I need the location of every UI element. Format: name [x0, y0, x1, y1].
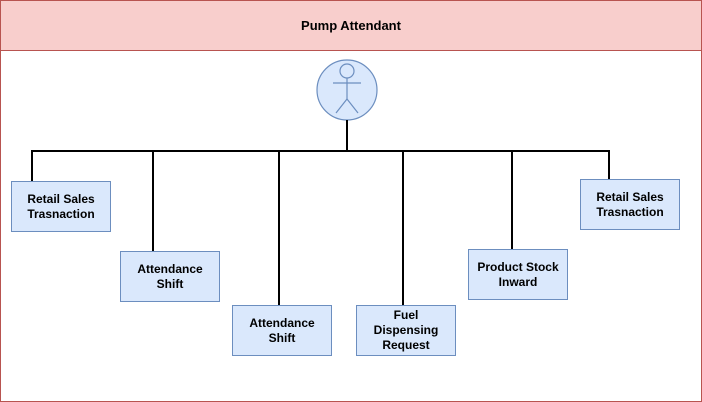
header-title: Pump Attendant: [1, 1, 701, 51]
box-attendance-shift-2: Attendance Shift: [232, 305, 332, 356]
box-fuel-dispensing-request: Fuel Dispensing Request: [356, 305, 456, 356]
box-retail-sales-transaction-right: Retail Sales Trasnaction: [580, 179, 680, 230]
stick-figure-actor-icon: [316, 59, 378, 121]
box-product-stock-inward: Product Stock Inward: [468, 249, 568, 300]
box-retail-sales-transaction-left: Retail Sales Trasnaction: [11, 181, 111, 232]
box-attendance-shift-1: Attendance Shift: [120, 251, 220, 302]
